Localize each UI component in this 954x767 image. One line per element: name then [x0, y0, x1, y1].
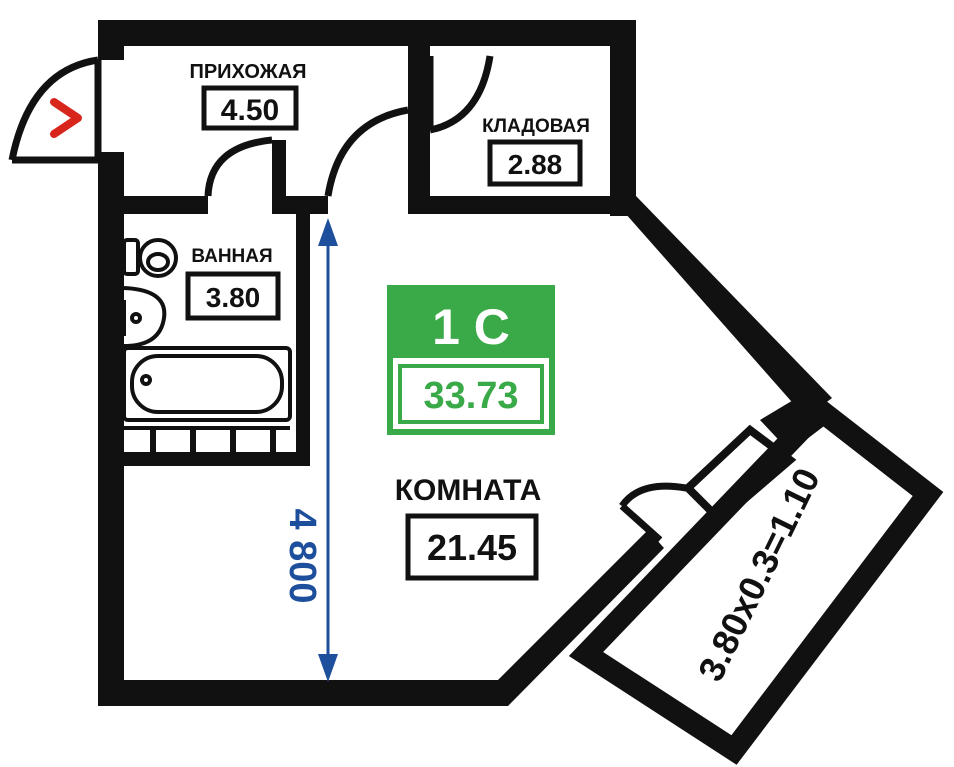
hallway-area: 4.50 — [221, 94, 279, 127]
living-area-box — [405, 513, 539, 581]
bathroom-name: ВАННАЯ — [191, 246, 272, 267]
bathroom-area: 3.80 — [206, 282, 261, 313]
diagonal-wall — [610, 196, 832, 418]
storage-door — [426, 55, 494, 134]
unit-badge: 1 С 33.73 — [387, 285, 555, 435]
unit-badge-top — [390, 288, 552, 358]
hallway-name: ПРИХОЖАЯ — [189, 61, 306, 83]
bathroom-door — [204, 136, 273, 197]
dimension-arrow-bottom-icon — [318, 654, 338, 682]
unit-type-label: 1 С — [432, 299, 510, 355]
exterior-walls — [98, 20, 636, 706]
unit-total-area: 33.73 — [423, 375, 518, 417]
balcony-window-frame — [682, 424, 797, 526]
balcony-door — [619, 482, 687, 543]
bathroom-area-box — [185, 271, 281, 321]
dimension-arrow-top-icon — [318, 218, 338, 246]
bath-shelves — [124, 426, 290, 454]
dimension-line — [318, 218, 338, 682]
entrance-door — [8, 56, 102, 164]
toilet-icon — [122, 238, 178, 278]
sink-icon — [122, 286, 167, 348]
living-area: 21.45 — [427, 527, 517, 568]
lower-diagonal-wall — [498, 530, 664, 706]
entrance-arrow-icon — [50, 98, 82, 138]
storage-area: 2.88 — [508, 149, 563, 180]
balcony-wall-block — [760, 396, 832, 452]
balcony-outline — [568, 395, 944, 765]
bathtub-icon — [122, 346, 292, 422]
living-name: КОМНАТА — [395, 474, 542, 507]
hallway-area-box — [201, 85, 299, 131]
dimension-text: 4 800 — [281, 508, 323, 603]
storage-name: КЛАДОВАЯ — [482, 116, 590, 137]
interior-walls — [98, 46, 636, 466]
storage-area-box — [487, 139, 583, 187]
unit-area-box — [398, 364, 544, 424]
room-door — [324, 106, 409, 197]
